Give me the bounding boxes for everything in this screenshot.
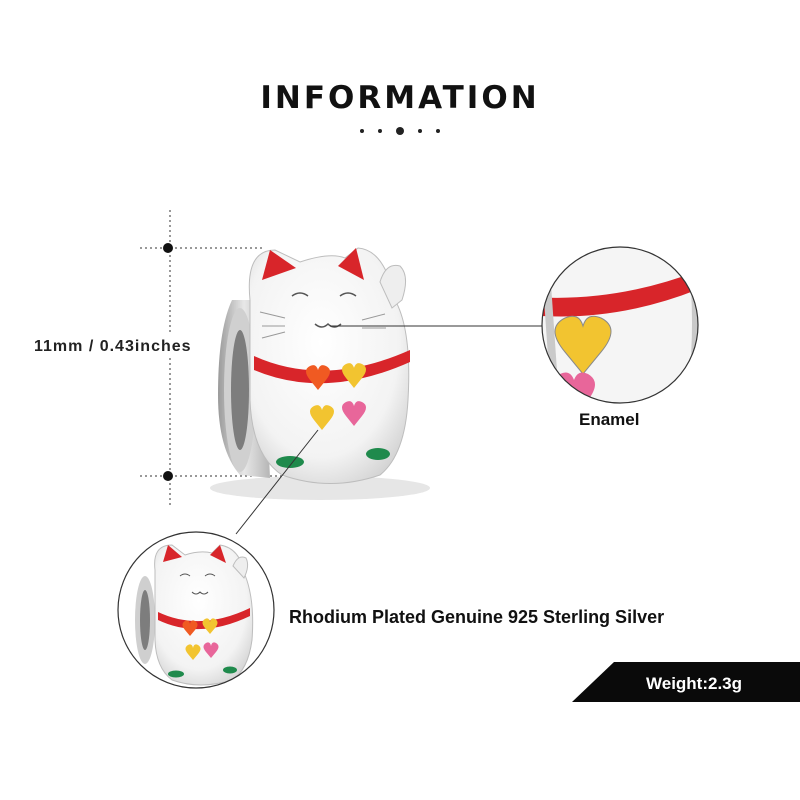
title-divider-dots [360, 126, 440, 136]
dimension-top-dot [163, 243, 173, 253]
weight-badge [572, 662, 800, 702]
dimension-bottom-dot [163, 471, 173, 481]
silver-leader-line [235, 429, 319, 535]
lucky-cat-charm-image [210, 247, 430, 500]
weight-label: Weight:2.3g [646, 674, 743, 693]
page-title: INFORMATION [260, 80, 540, 116]
dimension-label: 11mm / 0.43inches [34, 338, 192, 355]
enamel-label: Enamel [579, 410, 640, 429]
enamel-zoom-circle [541, 246, 699, 404]
material-label: Rhodium Plated Genuine 925 Sterling Silv… [289, 607, 665, 627]
silver-zoom-circle [117, 531, 275, 689]
